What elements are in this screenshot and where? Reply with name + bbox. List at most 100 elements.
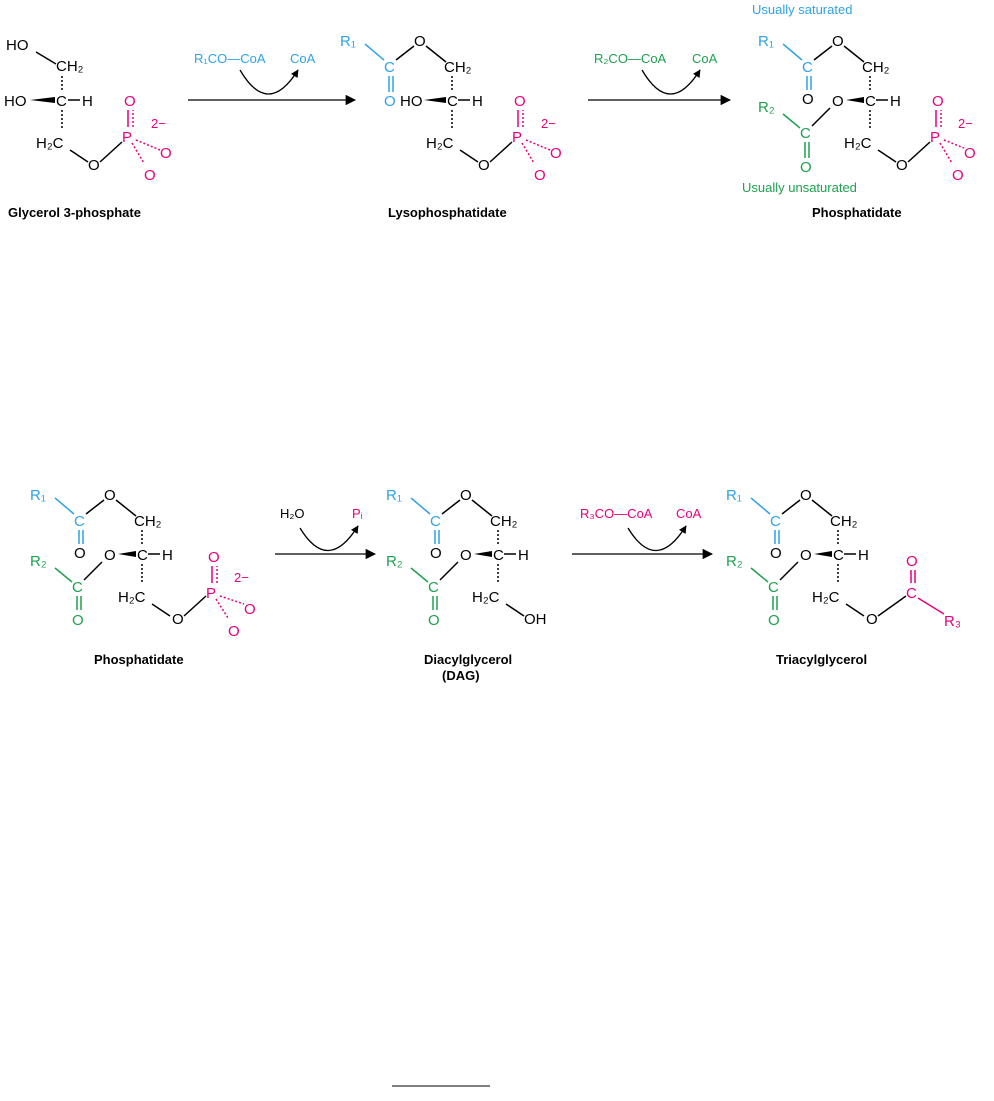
- atom-o-carbonyl1: O: [802, 91, 814, 108]
- atom-r3: R₃: [944, 613, 961, 630]
- atom-p: P: [122, 129, 132, 146]
- atom-p-o-bottom: O: [228, 623, 240, 640]
- atom-o-carbonyl1: O: [384, 93, 396, 110]
- atom-oh: OH: [524, 611, 547, 628]
- atom-o-ester1: O: [104, 487, 116, 504]
- atom-h2c: H₂C: [426, 135, 454, 152]
- atom-ho-top: HO: [6, 37, 29, 54]
- reaction-arrow-3: H₂O Pᵢ: [275, 506, 377, 560]
- charge-label: 2−: [151, 116, 166, 131]
- atom-o-carbonyl2: O: [800, 159, 812, 176]
- atom-o-carbonyl2: O: [768, 612, 780, 629]
- atom-p-o-top: O: [514, 93, 526, 110]
- atom-r1: R₁: [386, 487, 402, 504]
- atom-o-ester: O: [88, 157, 100, 174]
- glycerol-3-phosphate-structure: HO CH₂ HO C H H₂C O P O 2− O O: [4, 37, 172, 184]
- reaction-arrow-4: R₃CO—CoA CoA: [572, 506, 714, 560]
- reactant-r1coa: R₁CO—CoA: [194, 51, 266, 66]
- atom-o-ester1: O: [832, 33, 844, 50]
- atom-ch2: CH₂: [56, 58, 84, 75]
- atom-o-carbonyl3: O: [906, 553, 918, 570]
- label-glycerol-3-phosphate: Glycerol 3-phosphate: [8, 205, 141, 220]
- note-usually-unsaturated: Usually unsaturated: [742, 180, 857, 195]
- atom-o-carbonyl1: O: [770, 545, 782, 562]
- atom-c-acyl2: C: [72, 579, 83, 596]
- atom-ch2: CH₂: [444, 59, 472, 76]
- atom-c: C: [493, 547, 504, 564]
- atom-h: H: [162, 547, 173, 564]
- atom-o-ester2: O: [460, 547, 472, 564]
- atom-p-o-bottom: O: [534, 167, 546, 184]
- atom-ch2: CH₂: [134, 513, 162, 530]
- atom-h: H: [472, 93, 483, 110]
- atom-o-ester2: O: [800, 547, 812, 564]
- atom-c-acyl1: C: [74, 513, 85, 530]
- phosphatidate-structure-top: R₁ C O O CH₂ R₂ C O O C H H₂C O P O 2− O: [758, 33, 976, 184]
- label-dag: (DAG): [442, 668, 480, 683]
- atom-h2c: H₂C: [472, 589, 500, 606]
- atom-c-acyl3: C: [906, 585, 917, 602]
- atom-o-carbonyl1: O: [430, 545, 442, 562]
- atom-p-o-right: O: [964, 145, 976, 162]
- atom-o-ester1: O: [800, 487, 812, 504]
- reactant-r2coa: R₂CO—CoA: [594, 51, 667, 66]
- atom-h: H: [890, 93, 901, 110]
- atom-o-ester1: O: [414, 33, 426, 50]
- atom-c-acyl1: C: [384, 59, 395, 76]
- atom-r2: R₂: [726, 553, 743, 570]
- charge-label: 2−: [958, 116, 973, 131]
- charge-label: 2−: [541, 116, 556, 131]
- atom-o-carbonyl1: O: [74, 545, 86, 562]
- atom-o-ester3: O: [866, 611, 878, 628]
- product-coa-2: CoA: [692, 51, 718, 66]
- atom-o-carbonyl2: O: [428, 612, 440, 629]
- atom-o-ester2: O: [478, 157, 490, 174]
- atom-p-o-right: O: [244, 601, 256, 618]
- label-triacylglycerol: Triacylglycerol: [776, 652, 867, 667]
- product-coa-1: CoA: [290, 51, 316, 66]
- atom-o-carbonyl2: O: [72, 612, 84, 629]
- atom-c: C: [833, 547, 844, 564]
- atom-c: C: [56, 93, 67, 110]
- label-phosphatidate-bottom: Phosphatidate: [94, 652, 184, 667]
- atom-p-o-bottom: O: [952, 167, 964, 184]
- label-diacylglycerol: Diacylglycerol: [424, 652, 512, 667]
- atom-o-ester3: O: [896, 157, 908, 174]
- note-usually-saturated: Usually saturated: [752, 2, 852, 17]
- atom-o-ester1: O: [460, 487, 472, 504]
- product-coa-4: CoA: [676, 506, 702, 521]
- atom-ch2: CH₂: [830, 513, 858, 530]
- atom-r1: R₁: [758, 33, 774, 50]
- atom-c-acyl2: C: [800, 125, 811, 142]
- atom-h2c: H₂C: [36, 135, 64, 152]
- atom-o-ester2: O: [104, 547, 116, 564]
- atom-p: P: [206, 585, 216, 602]
- atom-h2c: H₂C: [812, 589, 840, 606]
- atom-o-ester3: O: [172, 611, 184, 628]
- atom-p-o-bottom: O: [144, 167, 156, 184]
- atom-r2: R₂: [758, 99, 775, 116]
- atom-r2: R₂: [30, 553, 47, 570]
- atom-c-acyl1: C: [802, 59, 813, 76]
- atom-h2c: H₂C: [118, 589, 146, 606]
- label-phosphatidate-top: Phosphatidate: [812, 205, 902, 220]
- atom-c: C: [447, 93, 458, 110]
- triacylglycerol-structure: R₁ C O O CH₂ R₂ C O O C H H₂C O C O R₃: [726, 487, 961, 630]
- atom-h2c: H₂C: [844, 135, 872, 152]
- atom-r1: R₁: [30, 487, 46, 504]
- atom-c-acyl2: C: [768, 579, 779, 596]
- atom-p-o-top: O: [208, 549, 220, 566]
- reactant-r3coa: R₃CO—CoA: [580, 506, 653, 521]
- lysophosphatidate-structure: R₁ C O O CH₂ HO C H H₂C O P O 2− O O: [340, 33, 562, 184]
- atom-p-o-right: O: [160, 145, 172, 162]
- reactant-water: H₂O: [280, 506, 305, 521]
- atom-c-acyl1: C: [430, 513, 441, 530]
- product-pi: Pᵢ: [352, 506, 363, 521]
- diacylglycerol-structure: R₁ C O O CH₂ R₂ C O O C H H₂C OH: [386, 487, 547, 629]
- reaction-arrow-2: R₂CO—CoA CoA: [588, 51, 732, 106]
- atom-p: P: [512, 129, 522, 146]
- atom-c-acyl1: C: [770, 513, 781, 530]
- atom-h: H: [82, 93, 93, 110]
